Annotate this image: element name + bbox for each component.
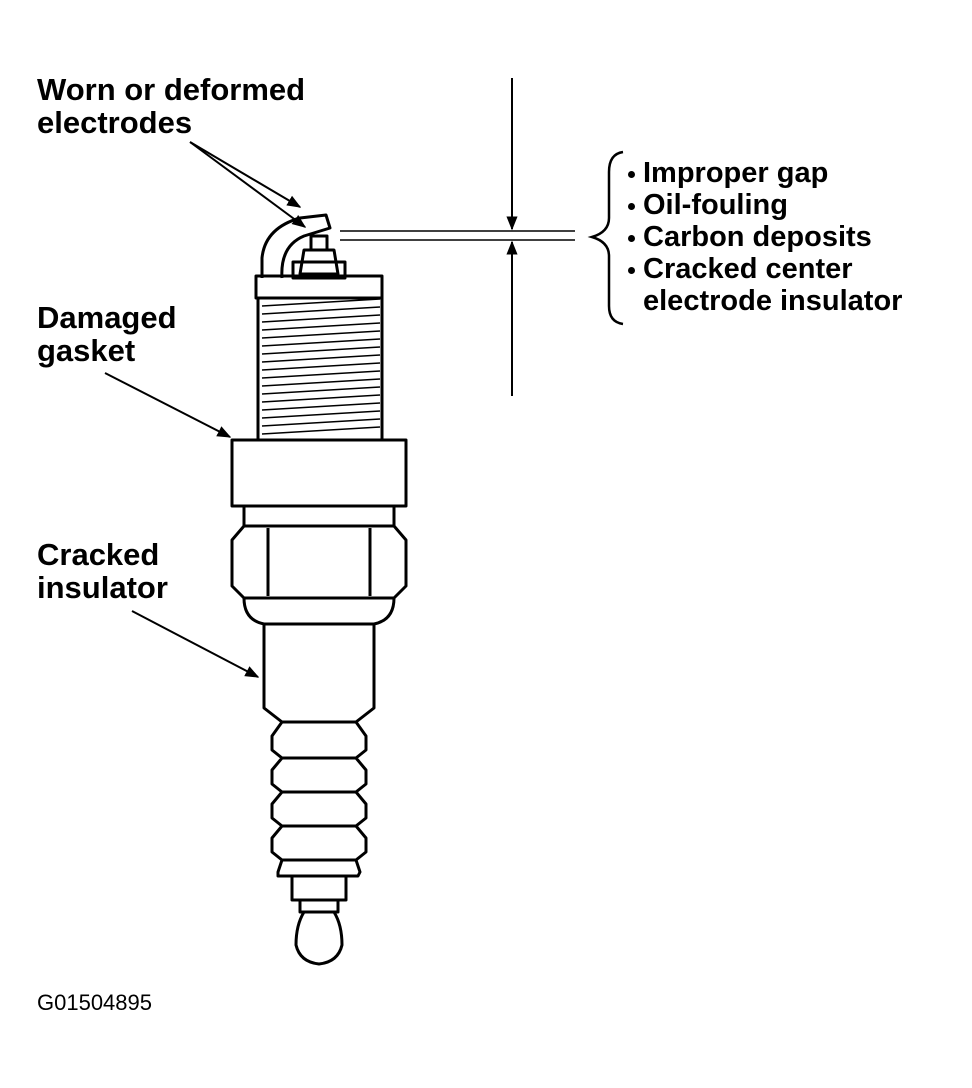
label-damaged-gasket-line-2: gasket [37, 333, 136, 368]
center-electrode-base [291, 260, 347, 280]
label-damaged-gasket: Damaged gasket [37, 301, 177, 367]
label-cracked-insulator-line-2: insulator [37, 570, 168, 605]
label-cracked-insulator-line-1: Cracked [37, 537, 160, 572]
label-cracked-insulator: Cracked insulator [37, 538, 168, 604]
insulator-ribs [270, 721, 368, 878]
ground-electrode [260, 213, 332, 279]
leader-insulator [131, 610, 260, 678]
center-electrode-tip [309, 234, 329, 252]
label-damaged-gasket-line-1: Damaged [37, 300, 177, 335]
cause-cracked-center: Cracked center [626, 253, 902, 285]
causes-brace [587, 150, 624, 326]
gasket-ring [230, 438, 408, 508]
hex-nut [230, 525, 408, 600]
label-worn-electrodes-line-2: electrodes [37, 105, 193, 140]
hex-lower-curve [242, 597, 396, 626]
figure-id: G01504895 [37, 990, 152, 1015]
terminal-nut [298, 900, 340, 914]
shell-neck [242, 506, 396, 528]
gap-dimension [340, 230, 575, 241]
label-worn-electrodes: Worn or deformed electrodes [37, 73, 305, 139]
cause-improper-gap: Improper gap [626, 157, 902, 189]
gap-causes-list: Improper gap Oil-fouling Carbon deposits… [626, 157, 902, 317]
terminal-cap [294, 910, 344, 966]
label-worn-electrodes-line-1: Worn or deformed [37, 72, 306, 107]
cause-carbon-deposits: Carbon deposits [626, 221, 902, 253]
insulator-body [262, 624, 376, 724]
leader-gasket [104, 372, 232, 438]
center-electrode-insulator-tip [298, 248, 340, 276]
thread-lines [261, 298, 381, 435]
hex-face [266, 528, 372, 596]
cause-oil-fouling: Oil-fouling [626, 189, 902, 221]
cause-cracked-center-continued: electrode insulator [643, 285, 903, 317]
terminal-stud [290, 876, 348, 902]
leader-electrodes-lower [189, 141, 307, 228]
leader-electrodes-upper [189, 141, 302, 208]
